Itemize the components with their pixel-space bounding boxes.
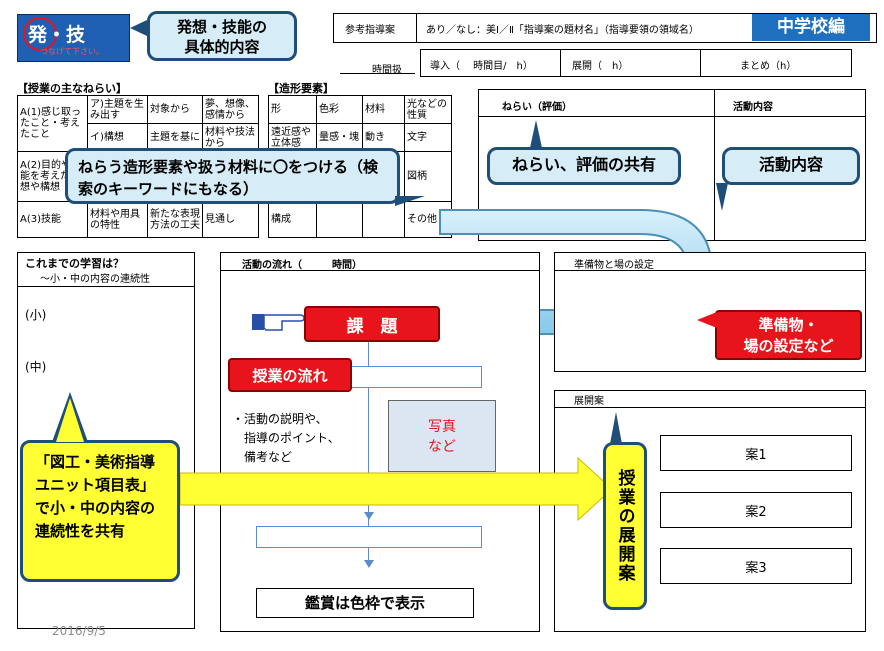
hours-underline: [340, 73, 415, 74]
logo-sub: つなげて下さい。: [40, 47, 104, 56]
activity-callout-pointer: [716, 183, 728, 211]
aims-cell: 夢、想像、感情から: [202, 95, 259, 124]
plan-callout-text: 授業の展開案: [614, 469, 635, 583]
aims-share-pointer: [530, 120, 542, 148]
flow-notes: ・活動の説明や、 指導のポイント、 備考など: [232, 412, 340, 464]
ref-value: あり／なし：美Ⅰ／Ⅱ「指導案の題材名」（指導要領の領域名）: [426, 25, 699, 36]
intro-label: 導入（ 時間目/ h）: [430, 61, 533, 72]
logo: 発・技 つなげて下さい。: [17, 14, 130, 62]
unit-callout-pointer-inner: [56, 398, 84, 442]
time-divider-1: [560, 50, 561, 76]
plan-callout: 授業の展開案: [603, 442, 647, 610]
aims-cell: A(1)感じ取ったこと・考えたこと: [17, 95, 88, 152]
plan-item-1: 案1: [660, 435, 852, 471]
plan-item-2: 案2: [660, 492, 852, 528]
summary-label: まとめ（h）: [740, 61, 797, 72]
element-cell: [316, 201, 363, 238]
prior-header-line: [18, 286, 194, 287]
photo-placeholder: 写真 など: [388, 400, 496, 472]
prep-callout-pointer: [697, 312, 717, 328]
hand-pointer-icon: [250, 308, 306, 338]
elements-title: 【造形要素】: [268, 82, 334, 95]
plans-header-line: [555, 407, 865, 408]
flow-arrowhead-2: [364, 560, 374, 568]
yellow-arrow-shape: [179, 456, 613, 522]
prep-header-line: [555, 270, 865, 271]
flow-arrowhead-1: [364, 512, 374, 520]
prior-middle: (中): [25, 360, 47, 374]
logo-circle: [23, 17, 57, 51]
logo-main: 発・技: [28, 24, 86, 46]
unit-callout: 「図工・美術指導ユニット項目表」で小・中の内容の連続性を共有: [20, 440, 180, 582]
prep-title: 準備物と場の設定: [574, 260, 654, 271]
prior-elementary: (小): [25, 308, 47, 322]
aims-share-callout: ねらい、評価の共有: [487, 147, 681, 185]
develop-label: 展開（ h）: [572, 61, 629, 72]
footer-date: 2016/9/5: [52, 624, 106, 638]
activity-callout: 活動内容: [722, 147, 860, 185]
prep-callout: 準備物・ 場の設定など: [715, 310, 862, 360]
plan-item-3: 案3: [660, 548, 852, 584]
eval-aim-header: ねらい（評価）: [502, 102, 572, 113]
flow-line: [368, 342, 369, 532]
aims-cell: ア)主題を生み出す: [87, 95, 148, 124]
plans-title: 展開案: [574, 396, 604, 407]
flow-label: 授業の流れ: [228, 358, 352, 392]
school-badge: 中学校編: [752, 14, 870, 41]
elements-callout: ねらう造形要素や扱う材料に〇をつける（検索のキーワードにもなる）: [65, 148, 400, 204]
prior-subtitle: ～小・中の内容の連続性: [40, 274, 150, 285]
flow-title: 活動の流れ（ 時間）: [242, 260, 362, 271]
eval-activity-header: 活動内容: [733, 102, 773, 113]
aims-cell: 材料や技法から: [202, 123, 259, 152]
element-cell: 光などの性質: [404, 95, 452, 124]
ref-label: 参考指導案: [345, 25, 395, 36]
header-callout: 発想・技能の 具体的内容: [147, 11, 297, 61]
time-divider-2: [700, 50, 701, 76]
evaluation-header-line: [479, 116, 865, 117]
flow-step-box-2: [256, 526, 482, 548]
hours-label: 時間扱: [372, 65, 402, 76]
evaluation-divider: [714, 90, 715, 240]
aims-title: 【授業の主なねらい】: [17, 82, 127, 95]
prior-title: これまでの学習は？: [25, 257, 124, 270]
flow-line-2: [368, 548, 369, 562]
plan-callout-pointer: [610, 412, 622, 444]
appreciation-box: 鑑賞は色枠で表示: [256, 588, 474, 618]
aims-cell: A(3)技能: [17, 201, 88, 238]
time-box: [420, 49, 852, 77]
header-ref-divider: [416, 14, 417, 42]
header-callout-pointer: [130, 20, 147, 36]
aims-cell: 材料や用具の特性: [87, 201, 148, 238]
elements-callout-pointer: [395, 196, 425, 206]
task-box: 課 題: [304, 306, 440, 342]
flow-header-line: [221, 270, 539, 271]
aims-cell: 対象から: [147, 95, 203, 124]
element-cell: 遠近感や立体感: [268, 123, 317, 152]
